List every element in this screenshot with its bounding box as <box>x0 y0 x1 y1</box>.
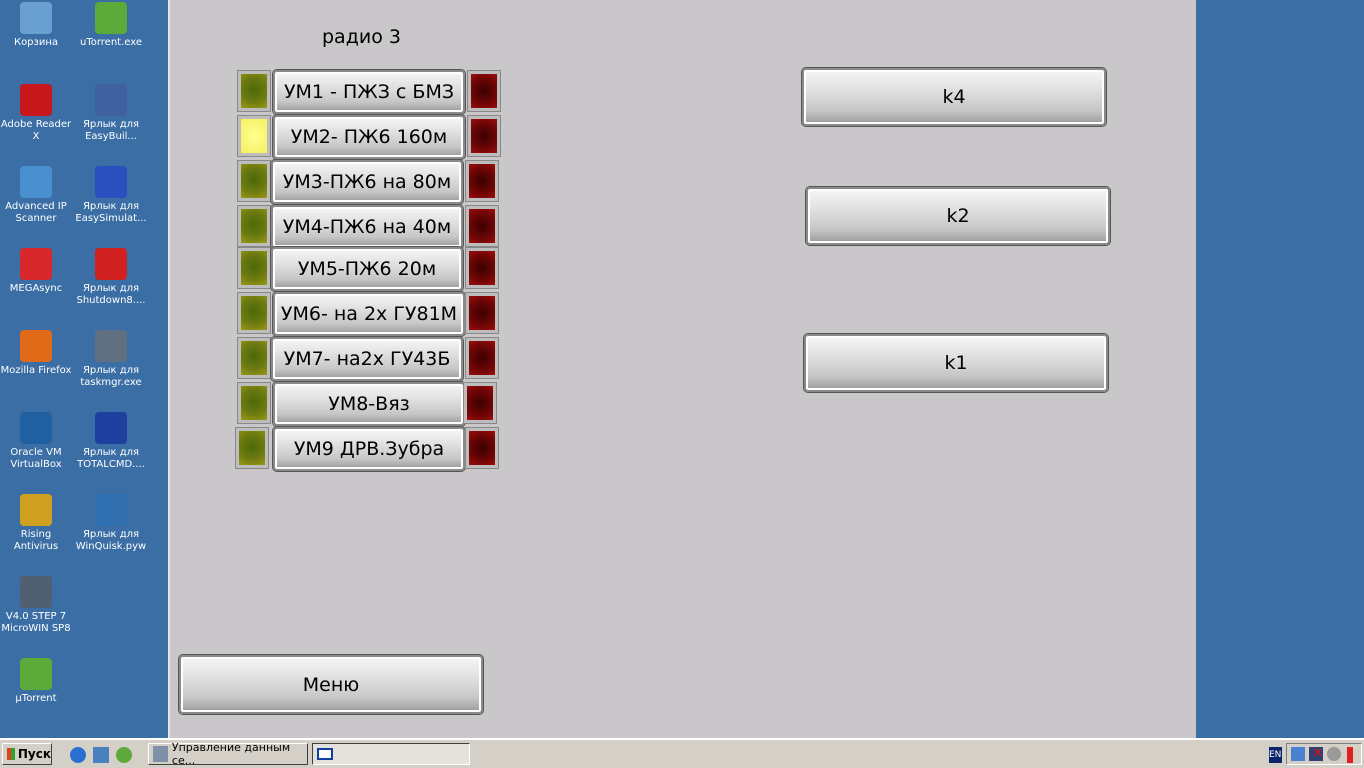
volume-icon[interactable] <box>1327 747 1341 761</box>
desktop-icon-label: Rising Antivirus <box>13 529 59 552</box>
desktop-icon-label: Корзина <box>13 37 59 48</box>
desktop-icon-label: V4.0 STEP 7 MicroWIN SP8 <box>1 611 71 634</box>
desktop-icon[interactable]: Ярлык для EasySimulat... <box>73 166 149 225</box>
desktop-icon[interactable]: V4.0 STEP 7 MicroWIN SP8 <box>0 576 74 635</box>
status-lamp-right <box>467 70 501 112</box>
step7-icon <box>20 576 52 608</box>
desktop-icon[interactable]: µTorrent <box>0 658 74 705</box>
status-lamp-right <box>465 247 499 289</box>
windows-logo-icon <box>7 748 15 760</box>
desktop-icon[interactable]: Корзина <box>0 2 74 49</box>
status-lamp-left <box>237 115 271 157</box>
desktop-icon[interactable]: uTorrent.exe <box>73 2 149 49</box>
um-button[interactable]: УМ3-ПЖ6 на 80м <box>271 160 463 204</box>
start-label: Пуск <box>17 747 51 761</box>
desktop-icon-label: Ярлык для taskmgr.exe <box>80 365 142 388</box>
utorrent-icon <box>20 658 52 690</box>
desktop-icon[interactable]: Ярлык для taskmgr.exe <box>73 330 149 389</box>
status-lamp-right <box>465 427 499 469</box>
um-button[interactable]: УМ2- ПЖ6 160м <box>273 115 465 159</box>
status-lamp-left <box>237 247 271 289</box>
desktop-icon[interactable]: Ярлык для TOTALCMD.... <box>73 412 149 471</box>
desktop-icon-label: uTorrent.exe <box>79 37 143 48</box>
lang-indicator[interactable]: EN <box>1269 747 1282 763</box>
status-lamp-left <box>235 427 269 469</box>
desktop-icon[interactable]: Ярлык для Shutdown8.... <box>73 248 149 307</box>
status-lamp-left <box>237 337 271 379</box>
page-title: радио 3 <box>322 26 401 48</box>
utorrent-icon <box>95 2 127 34</box>
desktop-icon[interactable]: Adobe Reader X <box>0 84 74 143</box>
ie-icon[interactable] <box>70 747 86 763</box>
desktop-icon[interactable]: Ярлык для WinQuisk.pyw <box>73 494 149 553</box>
status-lamp-right <box>465 292 499 334</box>
desktop-icon-label: Ярлык для WinQuisk.pyw <box>75 529 147 552</box>
recycle-bin-icon <box>20 2 52 34</box>
desktop-icon-label: Ярлык для Shutdown8.... <box>76 283 146 306</box>
easysimulator-icon <box>95 166 127 198</box>
um-button[interactable]: УМ7- на2х ГУ43Б <box>271 337 463 381</box>
status-lamp-right <box>463 382 497 424</box>
network-disconnected-icon[interactable]: ✕ <box>1309 747 1323 761</box>
um-button[interactable]: УМ9 ДРВ.Зубра <box>273 427 465 471</box>
desktop-icon-label: Ярлык для EasyBuil... <box>82 119 140 142</box>
status-lamp-left <box>237 160 271 202</box>
status-lamp-left <box>237 292 271 334</box>
server-icon <box>153 746 168 762</box>
k4-button[interactable]: k4 <box>802 68 1106 126</box>
desktop-icon-label: Ярлык для EasySimulat... <box>75 201 147 224</box>
um-button[interactable]: УМ5-ПЖ6 20м <box>271 247 463 291</box>
status-lamp-left <box>237 382 271 424</box>
desktop-icon-label: Oracle VM VirtualBox <box>10 447 62 470</box>
desktop-icon-label: µTorrent <box>15 693 57 704</box>
rising-antivirus-icon <box>20 494 52 526</box>
megasync-icon <box>20 248 52 280</box>
taskmgr-icon <box>95 330 127 362</box>
status-lamp-right <box>465 205 499 247</box>
firefox-icon <box>20 330 52 362</box>
k2-button[interactable]: k2 <box>806 187 1110 245</box>
desktop-icon[interactable]: Mozilla Firefox <box>0 330 74 377</box>
desktop-icon[interactable]: Rising Antivirus <box>0 494 74 553</box>
shutdown-icon <box>95 248 127 280</box>
status-lamp-right <box>465 160 499 202</box>
k1-button[interactable]: k1 <box>804 334 1108 392</box>
desktop-icon[interactable]: MEGAsync <box>0 248 74 295</box>
um-button[interactable]: УМ1 - ПЖЗ с БМЗ <box>273 70 465 114</box>
menu-button[interactable]: Меню <box>179 655 483 714</box>
virtualbox-icon <box>20 412 52 444</box>
status-lamp-right <box>467 115 501 157</box>
adobe-reader-icon <box>20 84 52 116</box>
desktop-icon-label: MEGAsync <box>9 283 63 294</box>
desktop-icon[interactable]: Oracle VM VirtualBox <box>0 412 74 471</box>
desktop-icon-label: Advanced IP Scanner <box>5 201 67 224</box>
taskbar: Пуск Управление данным се... EN ✕ <box>0 738 1364 768</box>
status-lamp-left <box>237 70 271 112</box>
start-button[interactable]: Пуск <box>2 743 52 765</box>
um-button[interactable]: УМ6- на 2х ГУ81М <box>273 292 465 336</box>
system-tray: ✕ <box>1286 743 1362 765</box>
desktop-icon-label: Ярлык для TOTALCMD.... <box>77 447 145 470</box>
taskbar-window-button[interactable]: Управление данным се... <box>148 741 308 767</box>
python-icon <box>95 494 127 526</box>
network-icon[interactable] <box>1291 747 1305 761</box>
ip-scanner-icon <box>20 166 52 198</box>
status-lamp-left <box>237 205 271 247</box>
desktop-icon[interactable]: Advanced IP Scanner <box>0 166 74 225</box>
window-icon <box>317 748 333 760</box>
taskbar-window-active[interactable] <box>312 743 470 765</box>
um-button[interactable]: УМ4-ПЖ6 на 40м <box>271 205 463 249</box>
desktop-icon-label: Mozilla Firefox <box>0 365 72 376</box>
desktop-icon-label: Adobe Reader X <box>0 119 72 142</box>
outlook-icon[interactable] <box>93 747 109 763</box>
desktop-icon[interactable]: Ярлык для EasyBuil... <box>73 84 149 143</box>
status-lamp-right <box>465 337 499 379</box>
easybuilder-icon <box>95 84 127 116</box>
utorrent-quicklaunch-icon[interactable] <box>116 747 132 763</box>
totalcmd-icon <box>95 412 127 444</box>
taskbar-window-label: Управление данным се... <box>171 741 291 767</box>
antivirus-tray-icon[interactable] <box>1347 747 1353 763</box>
um-button[interactable]: УМ8-Вяз <box>273 382 465 426</box>
